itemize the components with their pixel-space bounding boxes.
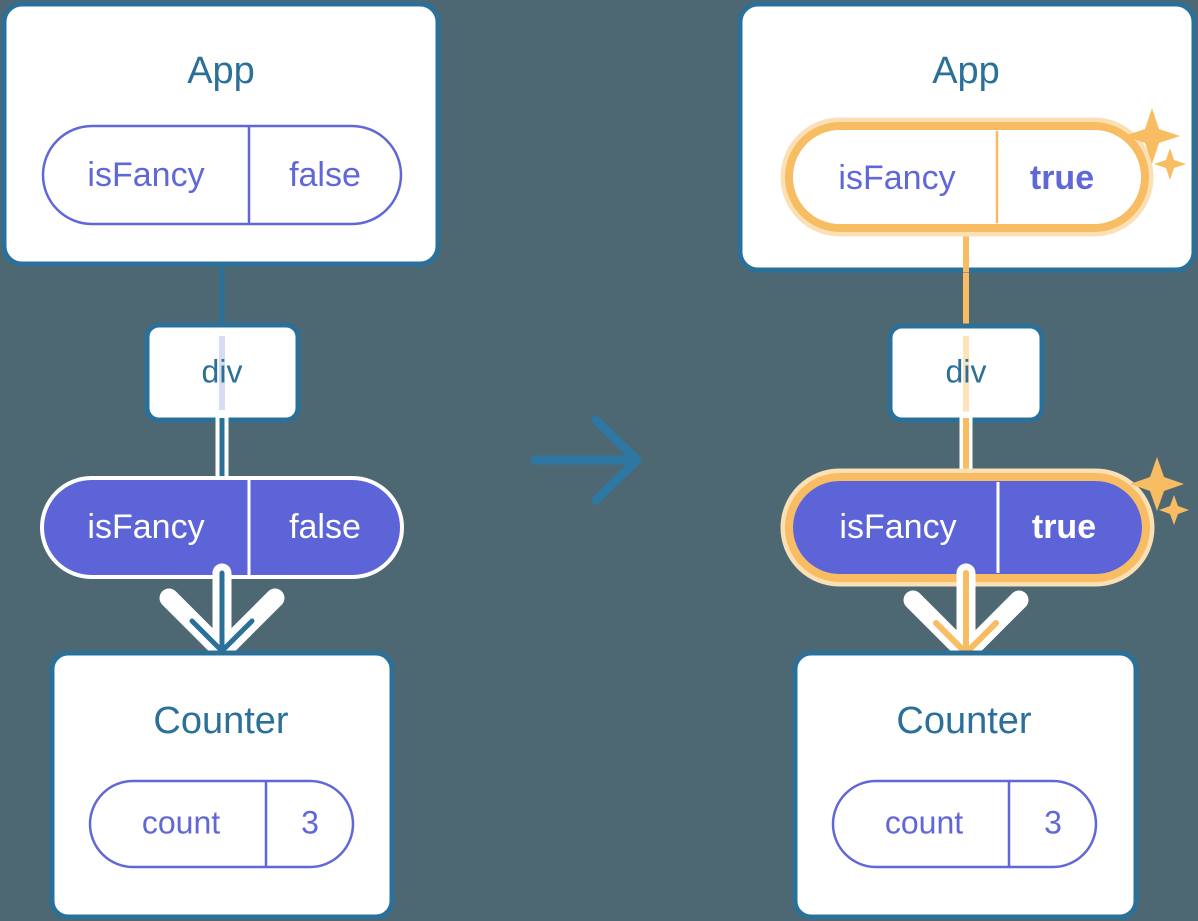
counter-card-after: Counter count 3: [792, 650, 1139, 920]
props-pill-after: isFancy true: [780, 468, 1155, 587]
app-card-title-after: App: [932, 50, 1000, 92]
div-node-before: div: [144, 322, 301, 423]
diagram-before: App isFancy false div: [1, 1, 441, 920]
div-node-label-before: div: [202, 353, 243, 389]
counter-pill-value-before: 3: [301, 804, 319, 840]
counter-card-title-after: Counter: [896, 700, 1032, 742]
sparkle-icon-state-after: [1124, 108, 1186, 180]
app-card-before: App isFancy false: [1, 1, 441, 267]
sparkle-icon-props-after: [1130, 457, 1189, 525]
counter-pill-value-after: 3: [1044, 804, 1062, 840]
div-node-after: div: [887, 323, 1045, 423]
state-pill-value-after: true: [1030, 159, 1094, 197]
counter-card-title-before: Counter: [153, 700, 289, 742]
state-pill-after: isFancy true: [780, 117, 1154, 237]
counter-card-before: Counter count 3: [49, 650, 395, 920]
state-pill-value-before: false: [289, 156, 361, 194]
state-pill-key-before: isFancy: [87, 156, 204, 194]
arrow-props-to-counter-before: [159, 563, 285, 661]
props-pill-key-after: isFancy: [839, 508, 956, 546]
app-card-title-before: App: [187, 50, 255, 92]
highlight-ring-state-pill-after: [785, 122, 1149, 232]
counter-pill-after: count 3: [831, 779, 1098, 869]
app-card-after: App isFancy true: [737, 1, 1197, 273]
arrow-right-icon: [530, 415, 642, 505]
state-pill-before: isFancy false: [41, 124, 403, 226]
state-pill-key-after: isFancy: [838, 159, 955, 197]
props-pill-before: isFancy false: [40, 476, 404, 579]
counter-pill-key-after: count: [885, 804, 963, 840]
props-pill-value-after: true: [1032, 508, 1096, 546]
counter-pill-key-before: count: [142, 804, 220, 840]
counter-pill-before: count 3: [88, 779, 355, 869]
props-pill-key-before: isFancy: [87, 508, 204, 546]
props-pill-value-before: false: [289, 508, 361, 546]
transition-arrow: [530, 415, 642, 505]
div-node-label-after: div: [946, 353, 987, 389]
diagram-after: App isFancy true: [737, 1, 1197, 920]
